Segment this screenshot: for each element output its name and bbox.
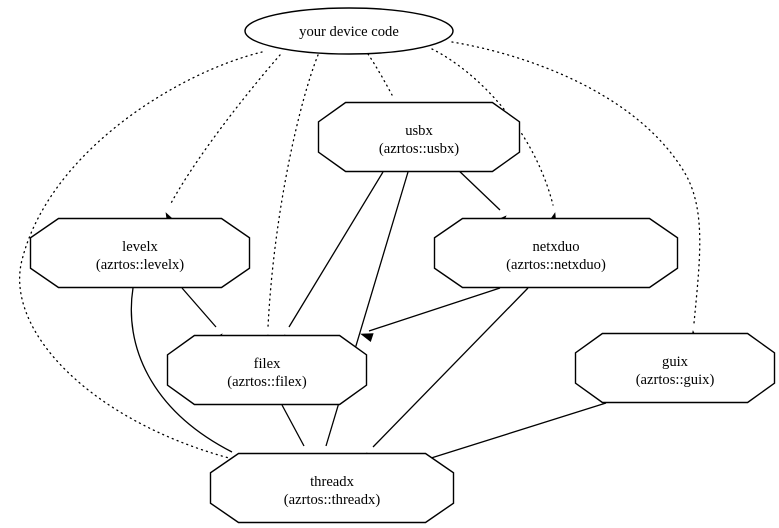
node-label-levelx-primary: levelx [122,239,158,255]
node-label-filex-package: (azrtos::filex) [227,374,307,390]
edge-usbx-to-threadx [322,171,409,467]
node-shape-levelx [29,217,251,289]
edge-usbx-to-filex [284,171,384,348]
edge-device-to-guix [451,41,701,344]
node-usbx[interactable]: usbx(azrtos::usbx) [317,101,521,173]
node-label-guix-primary: guix [662,354,689,370]
edge-netxduo-to-threadx [366,287,529,465]
edge-guix-to-threadx [419,402,607,470]
node-label-threadx-package: (azrtos::threadx) [284,492,381,508]
edge-netxduo-to-filex [360,287,501,342]
node-guix[interactable]: guix(azrtos::guix) [574,332,776,404]
node-label-netxduo-package: (azrtos::netxduo) [506,257,606,273]
node-shape-threadx [209,452,455,524]
node-levelx[interactable]: levelx(azrtos::levelx) [29,217,251,289]
node-label-threadx-primary: threadx [310,474,354,490]
node-shape-filex [166,334,368,406]
node-shape-device [244,7,454,55]
node-device[interactable]: your device code [244,7,454,55]
node-label-levelx-package: (azrtos::levelx) [96,257,184,273]
node-shape-netxduo [433,217,679,289]
node-label-device-primary: your device code [299,24,399,40]
edge-device-to-levelx [165,54,281,226]
node-filex[interactable]: filex(azrtos::filex) [166,334,368,406]
node-label-guix-package: (azrtos::guix) [636,372,715,388]
nodes-layer: your device codeusbx(azrtos::usbx)levelx… [29,7,776,524]
node-label-netxduo-primary: netxduo [532,239,579,255]
node-netxduo[interactable]: netxduo(azrtos::netxduo) [433,217,679,289]
node-threadx[interactable]: threadx(azrtos::threadx) [209,452,455,524]
edge-device-to-filex [263,54,319,347]
node-shape-usbx [317,101,521,173]
node-label-filex-primary: filex [254,356,281,372]
node-label-usbx-primary: usbx [405,123,433,139]
node-shape-guix [574,332,776,404]
node-label-usbx-package: (azrtos::usbx) [379,141,459,157]
